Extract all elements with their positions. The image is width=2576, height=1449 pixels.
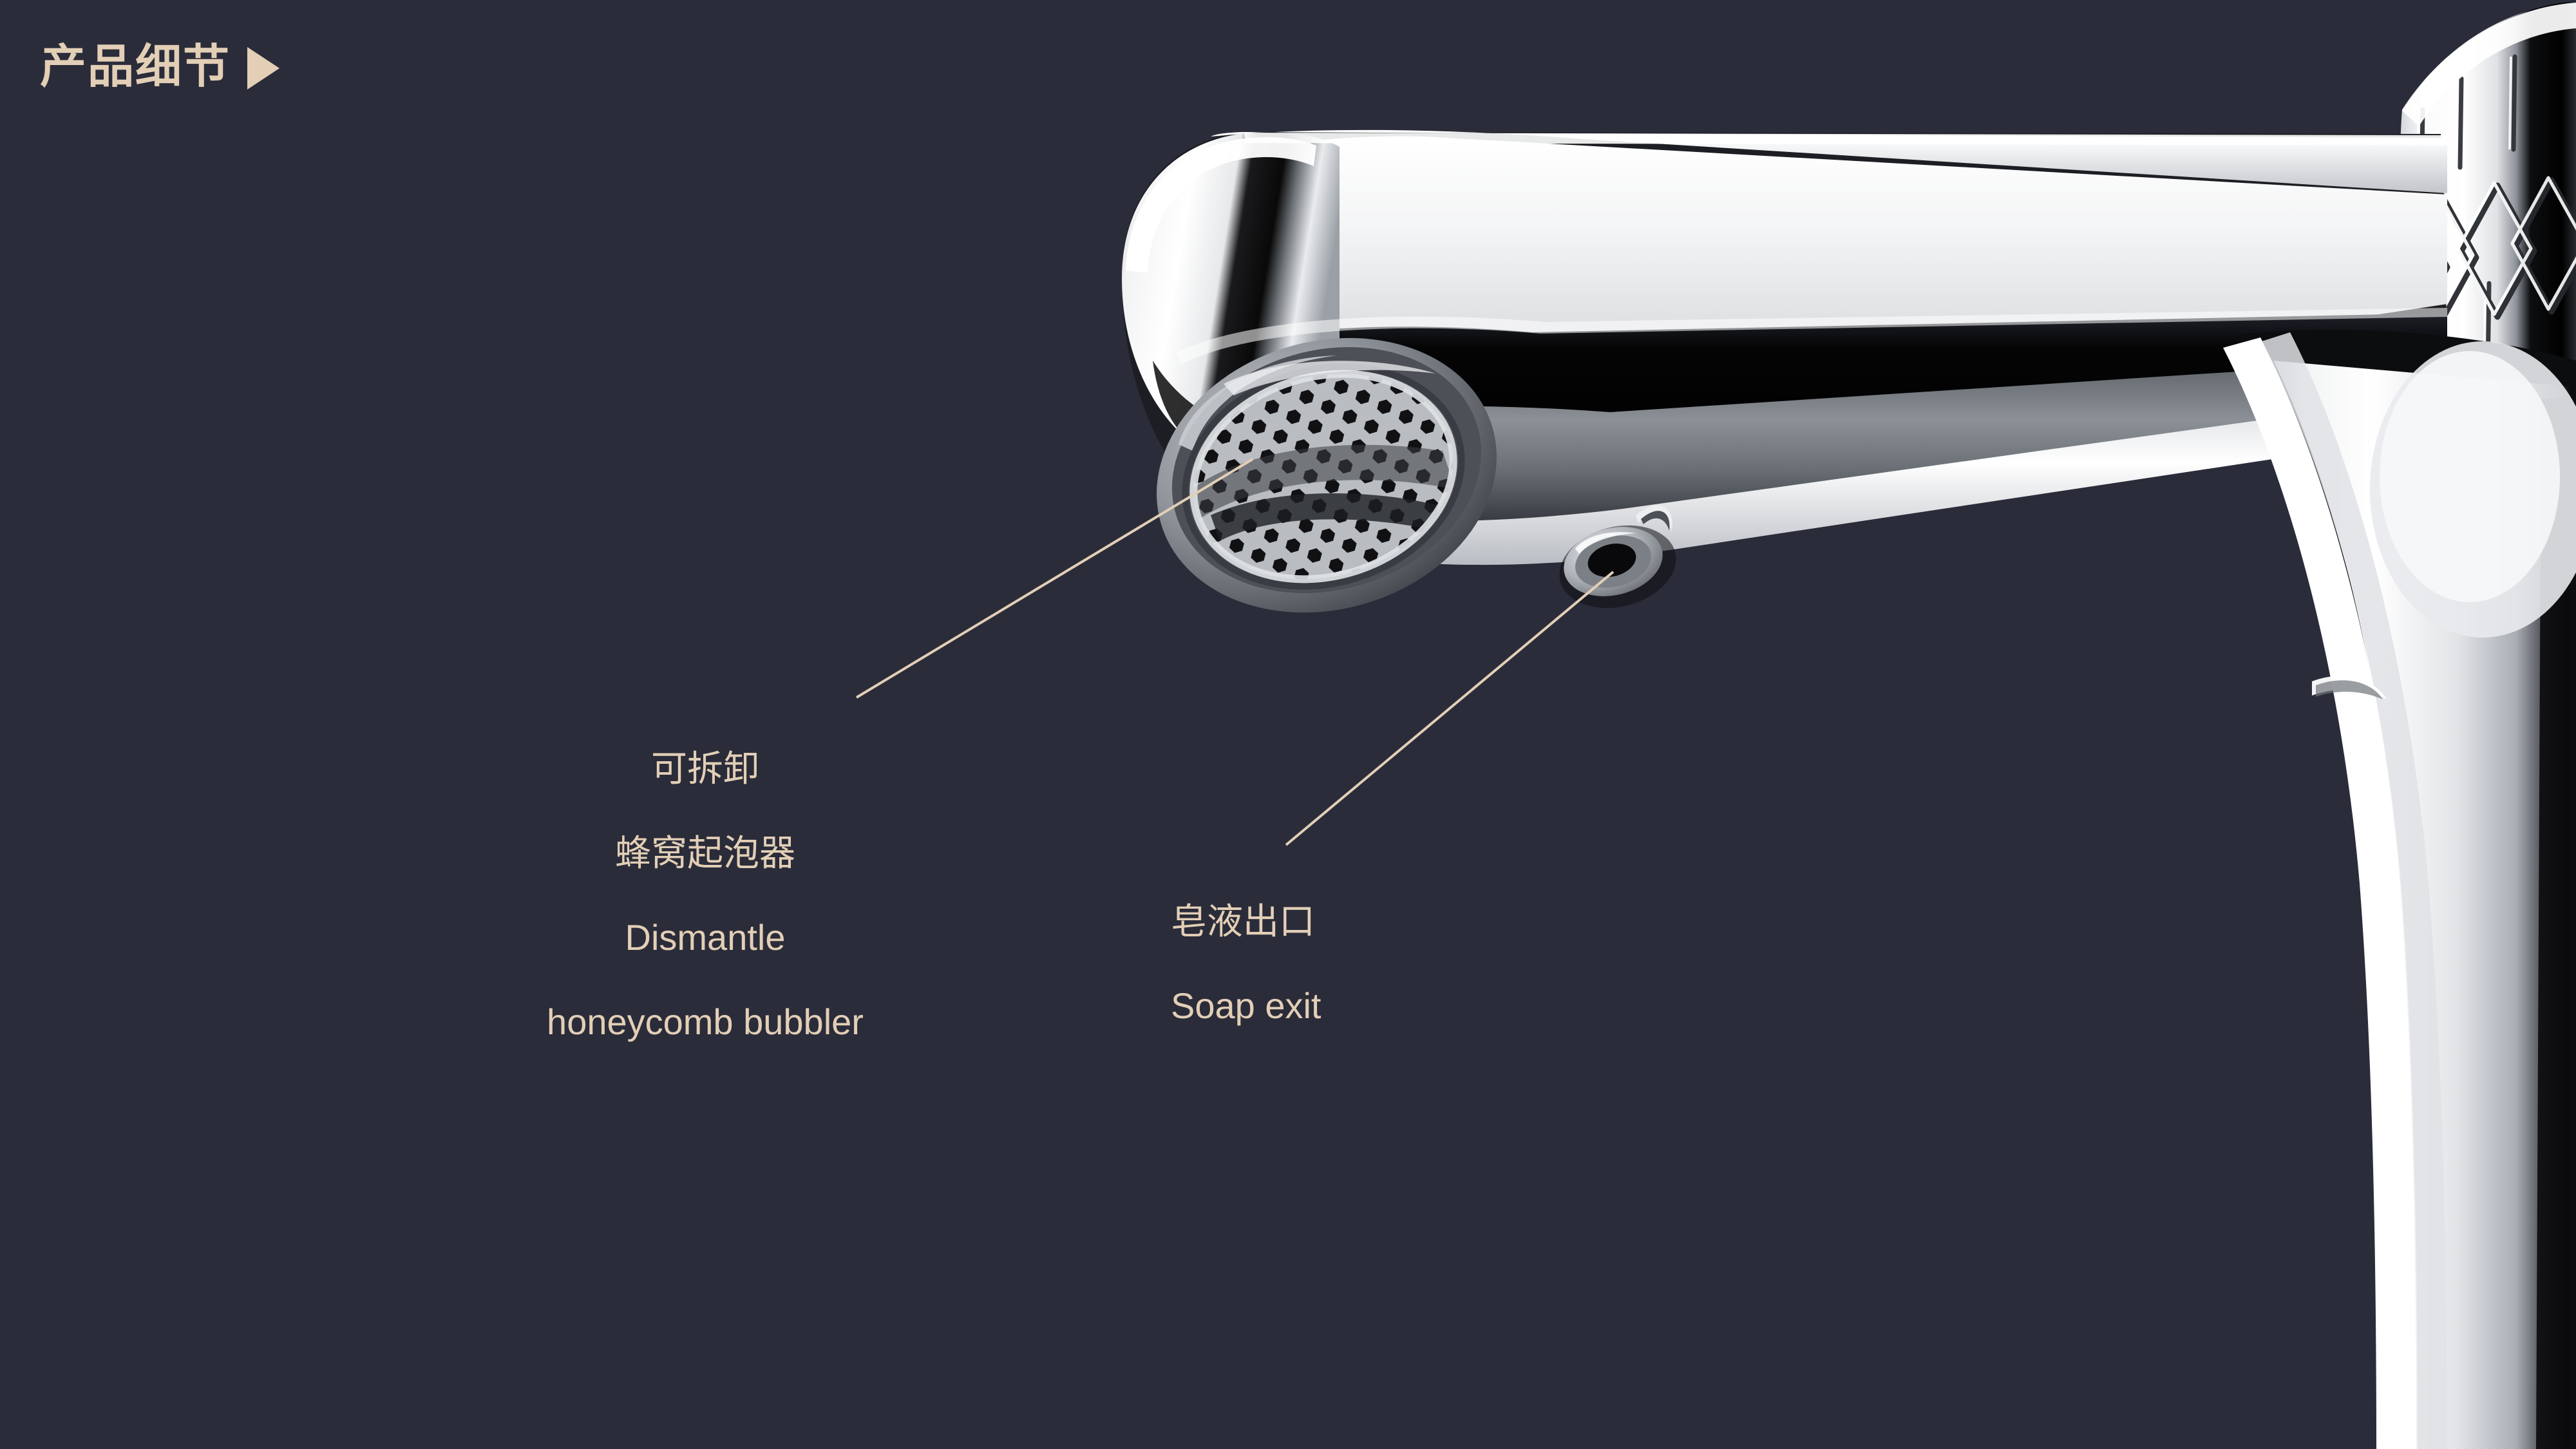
faucet-spout xyxy=(1122,129,2447,565)
soap-exit-port xyxy=(1559,505,1676,609)
play-triangle-right-icon xyxy=(247,47,280,90)
callout-bubbler-zh-line2: 蜂窝起泡器 xyxy=(615,832,795,873)
callout-honeycomb-bubbler: 可拆卸 蜂窝起泡器 Dismantle honeycomb bubbler xyxy=(383,705,1027,1085)
callout-bubbler-en-line1: Dismantle xyxy=(625,916,786,958)
page-title: 产品细节 xyxy=(40,41,231,93)
faucet-handle xyxy=(2400,1,2576,425)
leader-line-soap xyxy=(1285,571,1615,846)
leader-line-bubbler xyxy=(855,458,1254,699)
callout-soap-exit: 皂液出口 Soap exit xyxy=(1171,858,1321,1069)
faucet-column xyxy=(2223,330,2576,1449)
section-header: 产品细节 xyxy=(40,41,280,93)
callout-soap-zh-line1: 皂液出口 xyxy=(1171,900,1315,942)
callout-bubbler-en-line2: honeycomb bubbler xyxy=(547,1001,864,1042)
callout-soap-en-line1: Soap exit xyxy=(1171,985,1321,1026)
callout-bubbler-zh-line1: 可拆卸 xyxy=(651,748,759,789)
honeycomb-bubbler xyxy=(1157,337,1497,613)
